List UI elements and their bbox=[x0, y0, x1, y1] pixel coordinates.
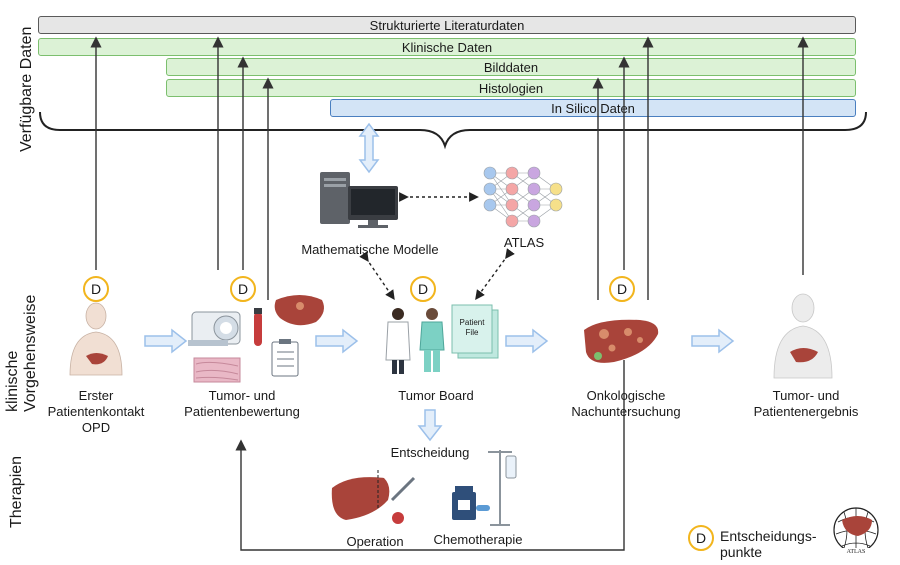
flow-arrow bbox=[691, 328, 735, 354]
data-brace bbox=[39, 111, 867, 150]
blood-tube-icon bbox=[254, 308, 262, 346]
step-follow-up-label: Onkologische Nachuntersuchung bbox=[571, 388, 681, 419]
decision-label: Entscheidung bbox=[390, 445, 470, 460]
dotted-link-atlas-board bbox=[475, 248, 515, 300]
atlas-logo-text: ATLAS bbox=[846, 549, 866, 555]
decision-point-follow-up: D bbox=[609, 276, 635, 302]
follow-up-liver-icon bbox=[584, 319, 659, 363]
step-tumor-board-label: Tumor Board bbox=[398, 388, 474, 403]
patient-figure-icon bbox=[69, 302, 123, 376]
operation-liver-icon bbox=[331, 470, 416, 524]
neural-network-icon bbox=[483, 166, 563, 228]
dotted-link-models-board bbox=[359, 251, 395, 301]
data-bar-imaging: Bilddaten bbox=[166, 58, 856, 76]
step-outcome-label: Tumor- und Patientenergebnis bbox=[753, 388, 859, 419]
step-first-contact-label: Erster Patientenkontakt OPD bbox=[47, 388, 145, 435]
therapy-operation-label: Operation bbox=[346, 534, 404, 549]
decision-point-tumor-board: D bbox=[410, 276, 436, 302]
flow-arrow-down bbox=[417, 409, 443, 442]
in-silico-double-arrow bbox=[358, 122, 380, 174]
flow-arrow bbox=[505, 328, 549, 354]
chemo-bottle-icon bbox=[452, 486, 490, 520]
atlas-label: ATLAS bbox=[503, 235, 545, 250]
liver-icon bbox=[274, 295, 324, 326]
patient-file-label: Patient File bbox=[459, 318, 485, 337]
flow-arrow bbox=[144, 328, 188, 354]
iv-stand-icon bbox=[488, 450, 517, 526]
data-bar-histology: Histologien bbox=[166, 79, 856, 97]
clipboard-icon bbox=[271, 339, 299, 377]
ct-scanner-icon bbox=[188, 311, 241, 346]
legend-decision-marker: D bbox=[688, 525, 714, 551]
atlas-logo-icon bbox=[833, 507, 879, 556]
decision-point-first-contact: D bbox=[83, 276, 109, 302]
data-bar-literature: Strukturierte Literaturdaten bbox=[38, 16, 856, 34]
outcome-patient-icon bbox=[773, 293, 833, 379]
decision-point-assessment: D bbox=[230, 276, 256, 302]
math-models-label: Mathematische Modelle bbox=[301, 242, 439, 257]
nurse-icon bbox=[419, 308, 445, 372]
patient-file-icon bbox=[451, 304, 499, 359]
computer-icon bbox=[320, 172, 398, 228]
data-bar-in-silico: In Silico Daten bbox=[330, 99, 856, 117]
histology-slide-icon bbox=[193, 357, 241, 383]
flow-arrow bbox=[315, 328, 359, 354]
step-assessment-label: Tumor- und Patientenbewertung bbox=[184, 388, 300, 419]
feedback-loop-line bbox=[235, 360, 625, 551]
therapy-chemo-label: Chemotherapie bbox=[433, 532, 523, 547]
legend-text: Entscheidungs- punkte bbox=[720, 528, 817, 560]
doctor-icon bbox=[385, 308, 411, 374]
